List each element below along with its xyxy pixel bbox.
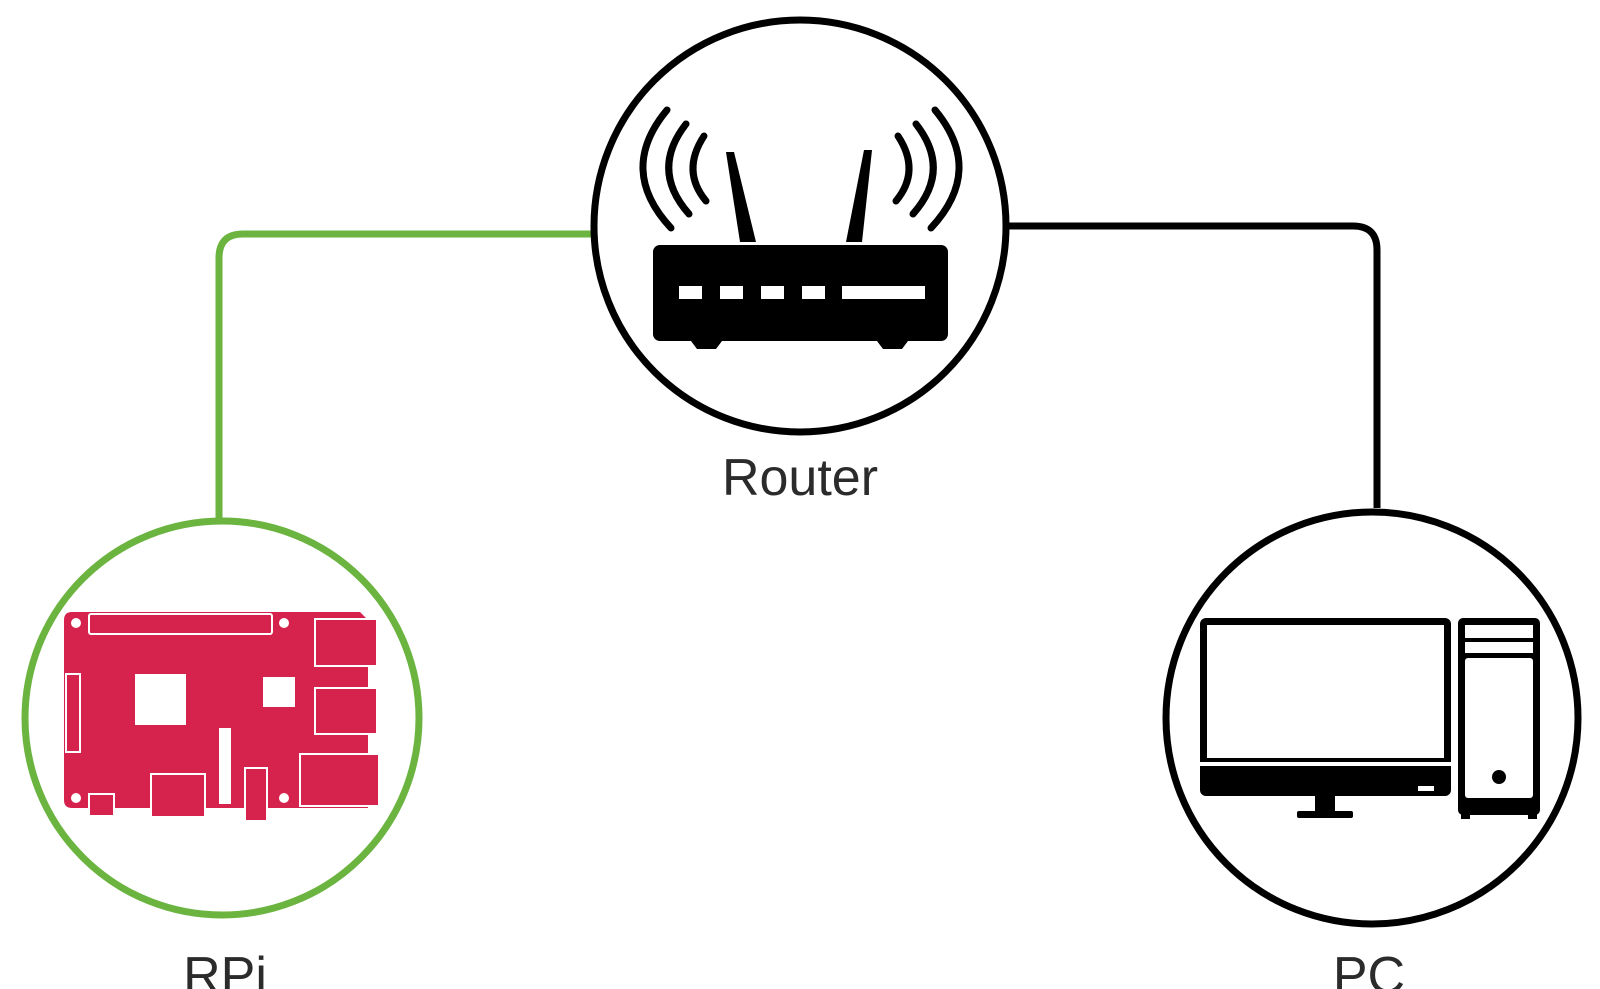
router-label: Router [721, 449, 879, 507]
rpi-label: RPi [183, 947, 267, 989]
wifi-router-icon [639, 106, 963, 349]
desktop-computer-icon [1200, 618, 1540, 819]
router-circle [590, 16, 1010, 436]
router-node[interactable] [590, 16, 1010, 436]
link-router-pc [1007, 222, 1381, 508]
link-rpi-router [215, 230, 592, 522]
pc-label: PC [1332, 947, 1406, 989]
pc-node[interactable] [1162, 508, 1582, 928]
rpi-node[interactable] [21, 517, 423, 919]
raspberry-pi-board-icon [64, 612, 380, 822]
